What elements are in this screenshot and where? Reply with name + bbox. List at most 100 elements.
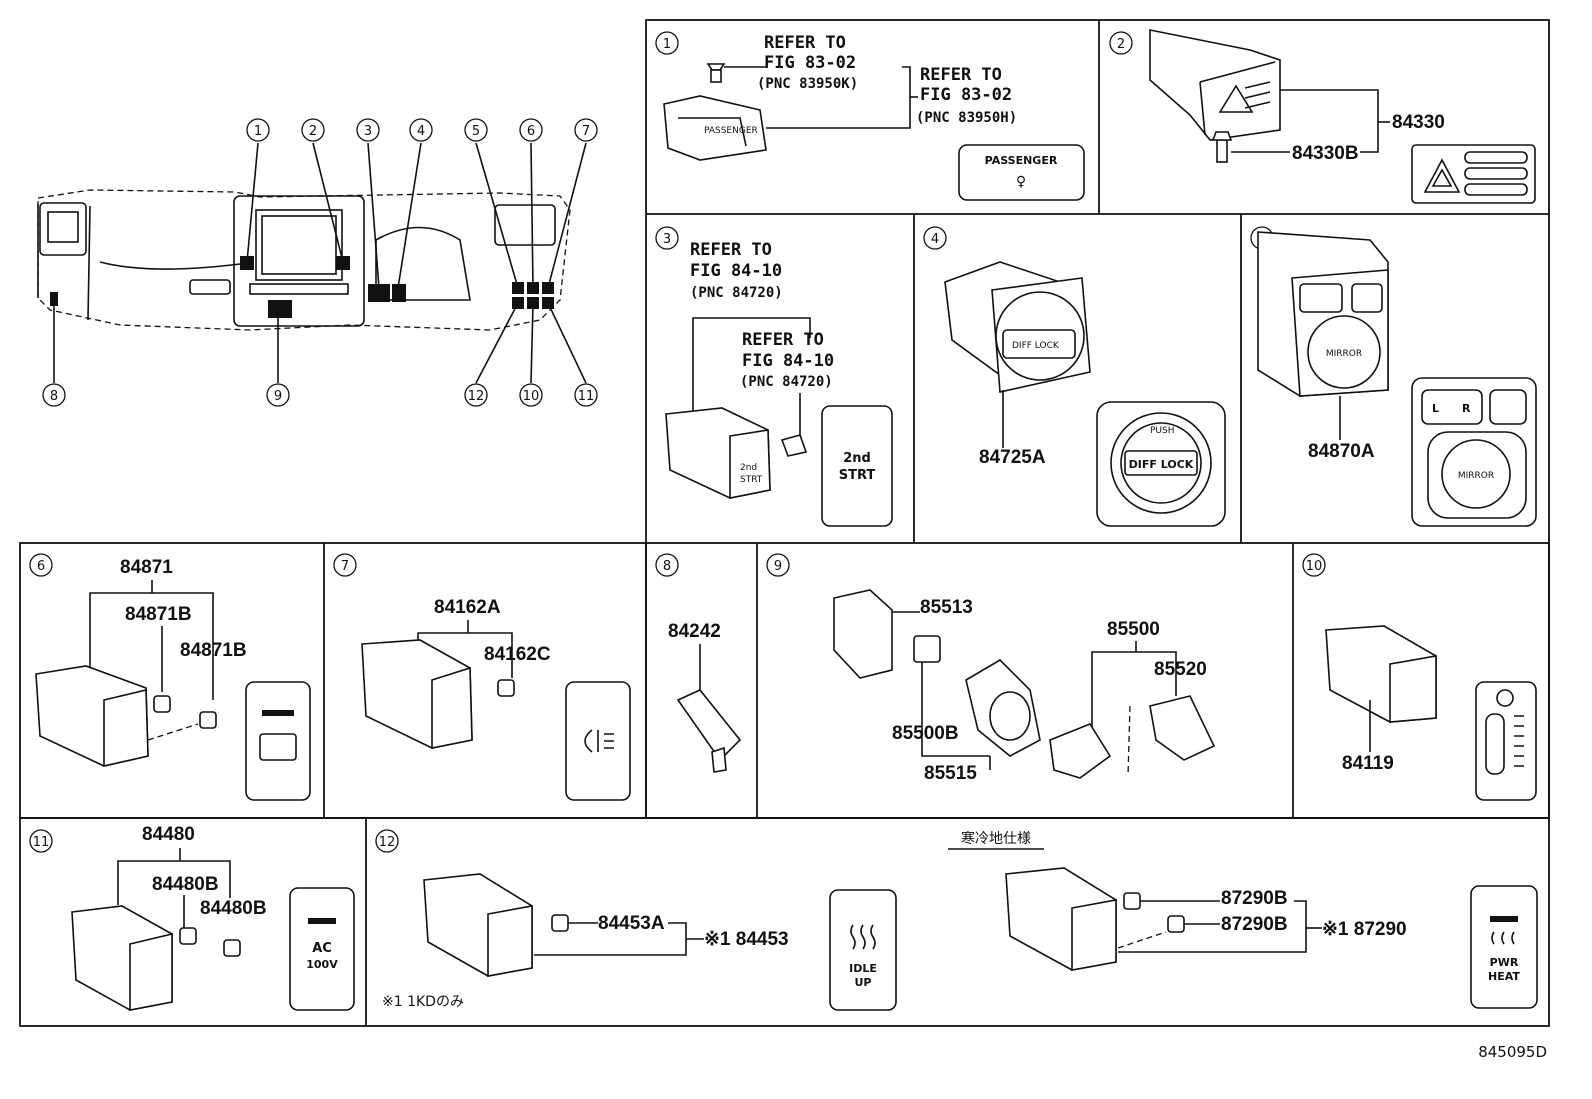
svg-text:84162C: 84162C	[484, 644, 551, 665]
svg-text:87290B: 87290B	[1221, 888, 1288, 909]
2nd-start-switch-icon	[821, 405, 893, 527]
svg-text:87290B: 87290B	[1221, 914, 1288, 935]
svg-text:2: 2	[1117, 37, 1125, 52]
svg-text:84162A: 84162A	[434, 597, 501, 618]
section-10: 10 84119	[1302, 553, 1537, 801]
callout-4: 4	[409, 118, 433, 142]
callout-8: 8	[42, 383, 66, 407]
svg-text:(PNC 83950H): (PNC 83950H)	[916, 110, 1017, 126]
svg-text:REFER TO: REFER TO	[690, 240, 772, 260]
callout-3: 3	[356, 118, 380, 142]
section-1: 1 REFER TO FIG 83-02 (PNC 83950K) REFER …	[655, 31, 1085, 201]
svg-text:UP: UP	[855, 976, 872, 989]
section-8: 8 84242	[655, 553, 742, 773]
ac-100v-outlet-icon	[289, 887, 355, 1011]
svg-text:FIG 84-10: FIG 84-10	[742, 351, 834, 371]
svg-text:4: 4	[931, 232, 939, 247]
svg-text:REFER TO: REFER TO	[742, 330, 824, 350]
svg-text:REFER TO: REFER TO	[920, 65, 1002, 85]
headlamp-leveling-icon	[1475, 681, 1537, 801]
section-9: 9 85513 85500B 85515 85500 85520	[766, 553, 1216, 784]
svg-text:1: 1	[663, 37, 671, 52]
svg-text:100V: 100V	[306, 958, 338, 971]
section-4: 4 DIFF LOCK 84725A DIFF LOCK PUSH	[923, 226, 1226, 527]
svg-text:5: 5	[472, 124, 480, 139]
svg-text:84480B: 84480B	[152, 874, 219, 895]
callout-7: 7	[574, 118, 598, 142]
svg-text:2nd: 2nd	[740, 463, 757, 473]
svg-text:84480B: 84480B	[200, 898, 267, 919]
section-7: 7 84162A 84162C	[333, 553, 631, 801]
svg-text:MIRROR: MIRROR	[1458, 471, 1494, 481]
svg-text:STRT: STRT	[740, 475, 763, 485]
svg-text:84330B: 84330B	[1292, 143, 1359, 164]
svg-text:11: 11	[578, 389, 595, 404]
diff-lock-switch-icon	[1096, 401, 1226, 527]
svg-text:6: 6	[527, 124, 535, 139]
mirror-heater-switch-icon	[245, 681, 311, 801]
svg-text:85513: 85513	[920, 597, 973, 618]
svg-text:HEAT: HEAT	[1488, 970, 1520, 983]
svg-text:7: 7	[341, 559, 349, 574]
section-grid	[19, 19, 1550, 1027]
svg-text:85500: 85500	[1107, 619, 1160, 640]
callout-12: 12	[464, 383, 488, 407]
mirror-switch-icon	[1411, 377, 1537, 527]
svg-text:MIRROR: MIRROR	[1326, 349, 1362, 359]
svg-text:84871: 84871	[120, 557, 173, 578]
svg-text:(PNC 83950K): (PNC 83950K)	[757, 76, 858, 92]
svg-text:※1 87290: ※1 87290	[1322, 919, 1407, 940]
power-heater-switch-icon	[1470, 885, 1538, 1009]
callout-6: 6	[519, 118, 543, 142]
svg-text:AC: AC	[312, 941, 332, 956]
callout-10: 10	[519, 383, 543, 407]
svg-text:1: 1	[254, 124, 262, 139]
svg-text:FIG 83-02: FIG 83-02	[764, 53, 856, 73]
svg-text:(PNC 84720): (PNC 84720)	[690, 285, 783, 301]
svg-text:2: 2	[309, 124, 317, 139]
svg-text:(PNC 84720): (PNC 84720)	[740, 374, 833, 390]
svg-text:PUSH: PUSH	[1150, 426, 1175, 436]
callout-5: 5	[464, 118, 488, 142]
svg-text:IDLE: IDLE	[849, 962, 877, 975]
hazard-switch-icon	[1411, 144, 1536, 204]
callout-1: 1	[246, 118, 270, 142]
svg-text:10: 10	[523, 389, 540, 404]
svg-text:STRT: STRT	[839, 468, 876, 483]
svg-text:PASSENGER: PASSENGER	[704, 126, 758, 136]
svg-text:♀: ♀	[1016, 174, 1026, 190]
svg-text:84480: 84480	[142, 824, 195, 845]
svg-text:8: 8	[663, 559, 671, 574]
dashboard-overview	[37, 189, 571, 331]
passenger-indicator-icon	[958, 144, 1085, 201]
svg-text:PWR: PWR	[1490, 956, 1519, 969]
section-11: 11 84480 84480B 84480B AC 100V	[29, 824, 355, 1011]
svg-text:10: 10	[1306, 559, 1323, 574]
svg-text:84119: 84119	[1342, 753, 1394, 774]
svg-text:4: 4	[417, 124, 425, 139]
svg-text:85500B: 85500B	[892, 723, 959, 744]
svg-text:3: 3	[364, 124, 372, 139]
callout-2: 2	[301, 118, 325, 142]
section-12: 12 寒冷地仕様 84453A ※1 84453 IDLE UP 87290B …	[375, 829, 1538, 1011]
svg-text:9: 9	[274, 389, 282, 404]
idle-up-switch-icon	[829, 889, 897, 1011]
svg-text:84453A: 84453A	[598, 913, 665, 934]
svg-text:84871B: 84871B	[180, 640, 247, 661]
svg-text:2nd: 2nd	[843, 451, 871, 466]
svg-text:DIFF LOCK: DIFF LOCK	[1129, 458, 1194, 471]
figure-code: 845095D	[1478, 1043, 1547, 1061]
svg-text:8: 8	[50, 389, 58, 404]
section-5: 5 MIRROR 84870A L R MIRROR	[1250, 226, 1537, 527]
overview-leaders	[53, 142, 587, 384]
svg-text:84871B: 84871B	[125, 604, 192, 625]
svg-text:12: 12	[468, 389, 485, 404]
section-6: 6 84871 84871B 84871B	[29, 553, 311, 801]
svg-text:84330: 84330	[1392, 112, 1445, 133]
svg-text:84870A: 84870A	[1308, 441, 1375, 462]
svg-text:PASSENGER: PASSENGER	[985, 154, 1058, 167]
svg-text:DIFF LOCK: DIFF LOCK	[1012, 341, 1060, 351]
section-2: 2 84330 84330B	[1109, 29, 1536, 204]
section-3: 3 REFER TO FIG 84-10 (PNC 84720) REFER T…	[655, 226, 893, 527]
